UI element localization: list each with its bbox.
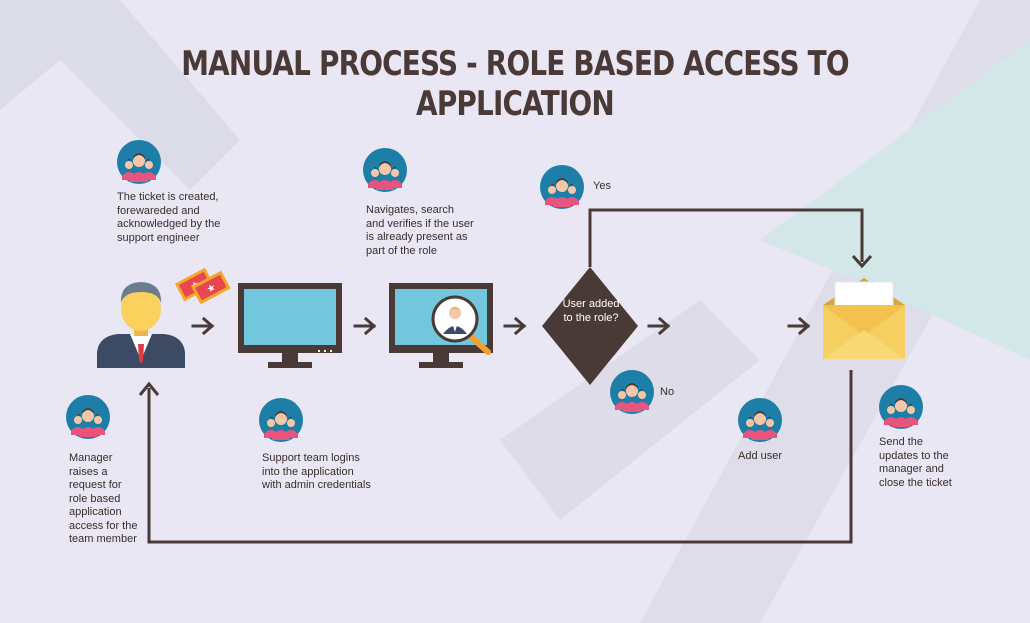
- tickets-icon: ★ ★: [174, 267, 231, 305]
- team-avatar-icon: [259, 398, 303, 442]
- page-title: MANUAL PROCESS - ROLE BASED ACCESS TO AP…: [181, 44, 849, 124]
- decision-diamond: [542, 267, 638, 385]
- team-avatar-icon: [117, 140, 161, 184]
- decision-yes-label: Yes: [593, 180, 611, 192]
- step-navigate-label: Navigates, search and verifies if the us…: [366, 204, 474, 257]
- monitor-icon: [238, 283, 342, 368]
- step-send-updates-label: Send the updates to the manager and clos…: [879, 436, 952, 489]
- step-manager-label: Manager raises a request for role based …: [69, 452, 138, 545]
- team-avatar-icon: [738, 398, 782, 442]
- step-add-user-label: Add user: [738, 450, 783, 462]
- team-avatar-icon: [540, 165, 584, 209]
- decision-question: User added to the role?: [562, 298, 620, 324]
- step-support-label: Support team logins into the application…: [262, 452, 371, 491]
- arrow-right-icon: [353, 317, 376, 335]
- step-ticket-label: The ticket is created, forewareded and a…: [117, 191, 221, 244]
- return-connector: [147, 370, 853, 544]
- team-avatar-icon: [66, 395, 110, 439]
- arrow-right-icon: [647, 317, 670, 335]
- arrow-right-icon: [191, 317, 214, 335]
- arrow-up-icon: [138, 381, 160, 396]
- team-avatar-icon: [879, 385, 923, 429]
- envelope-icon: [823, 278, 905, 359]
- arrow-right-icon: [503, 317, 526, 335]
- arrow-right-icon: [787, 317, 810, 335]
- team-avatar-icon: [363, 148, 407, 192]
- decision-no-label: No: [660, 386, 675, 398]
- yes-connector: [588, 208, 864, 267]
- arrow-down-icon: [851, 254, 873, 269]
- manager-figure: [97, 282, 185, 368]
- team-avatar-icon: [610, 370, 654, 414]
- monitor-search-icon: [389, 283, 493, 368]
